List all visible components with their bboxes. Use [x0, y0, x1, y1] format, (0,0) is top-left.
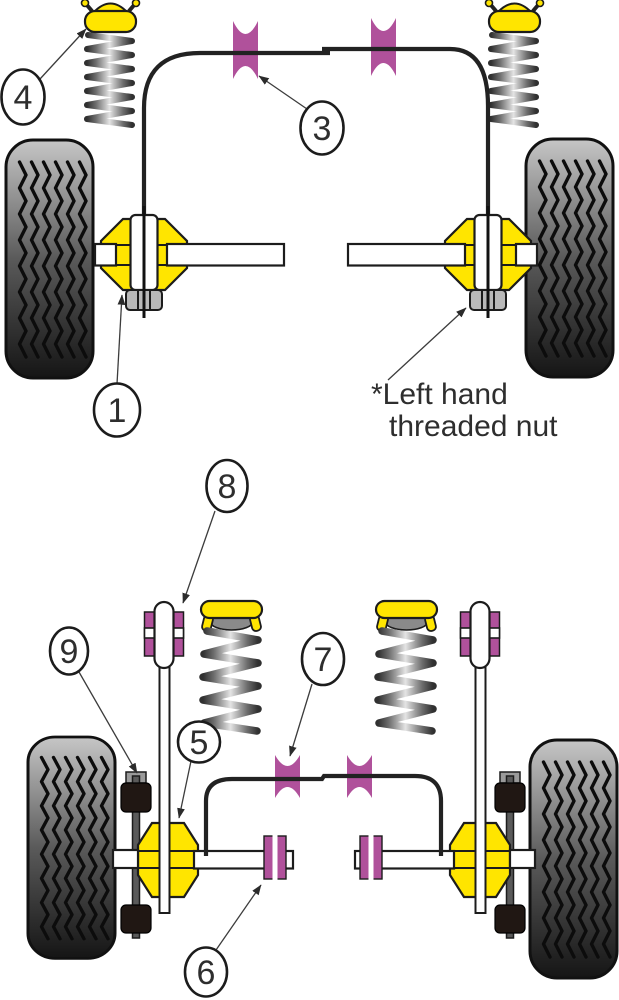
- rear-right-spring: [376, 601, 437, 731]
- callout-4-arrow: [39, 28, 87, 80]
- front-right-arm-bush: [346, 204, 539, 320]
- callout-4: 4: [0, 28, 87, 126]
- note-line1: *Left hand: [371, 378, 508, 411]
- callout-5-circle: [176, 720, 222, 764]
- front-left-arm-bush: [93, 204, 286, 320]
- callout-3-arrow: [258, 75, 308, 110]
- rear-left-tire: [26, 735, 117, 961]
- callout-8: 8: [182, 458, 249, 604]
- note-line2: threaded nut: [389, 410, 558, 443]
- callout-1: 1: [92, 294, 142, 438]
- rear-left-spring: [201, 601, 262, 731]
- rear-right-shock-top-mount: [459, 600, 501, 670]
- callout-9-arrow: [78, 671, 138, 774]
- callout-4-number: 4: [14, 79, 33, 117]
- rear-left-shock-rod: [158, 659, 171, 914]
- callout-3-circle: [299, 100, 345, 156]
- front-anti-roll-bar-right: [322, 46, 491, 222]
- front-left-tire: [4, 138, 95, 380]
- callout-1-arrow: [116, 294, 126, 385]
- rear-anti-roll-bar: [203, 773, 444, 856]
- front-axle-diagram: [4, 0, 615, 380]
- rear-arb-bush-left: [275, 755, 300, 798]
- callout-7-arrow: [289, 683, 313, 757]
- rear-right-arm-end-bush: [359, 833, 383, 882]
- front-anti-roll-bar-left: [141, 50, 330, 222]
- rear-left-shock-top-mount: [143, 600, 185, 670]
- callout-3-number: 3: [313, 110, 332, 148]
- callout-5-arrow: [177, 760, 192, 819]
- rear-axle-diagram: [26, 600, 619, 980]
- callout-5: 5: [176, 720, 222, 819]
- callout-4-circle: [0, 68, 46, 126]
- front-right-tire: [524, 137, 615, 379]
- front-left-spring-top-mount: [82, 0, 140, 125]
- front-arb-bush-left: [233, 21, 258, 79]
- callout-8-number: 8: [218, 468, 237, 506]
- left-hand-threaded-nut-note: *Left hand threaded nut: [371, 307, 558, 443]
- callout-5-number: 5: [190, 724, 209, 762]
- callout-9-number: 9: [60, 633, 79, 671]
- callout-7-number: 7: [314, 641, 333, 679]
- callout-3: 3: [258, 75, 345, 156]
- rear-right-shock-rod: [474, 659, 487, 914]
- rear-right-tire: [528, 738, 619, 980]
- callout-6-arrow: [215, 884, 262, 951]
- rear-left-arm-end-bush: [263, 833, 287, 882]
- callout-7: 7: [289, 631, 346, 757]
- callout-9-circle: [48, 626, 90, 676]
- callout-1-circle: [92, 382, 142, 438]
- callout-6-circle: [183, 946, 229, 998]
- callout-6: 6: [183, 884, 262, 998]
- callout-6-number: 6: [197, 954, 216, 992]
- callout-9: 9: [48, 626, 138, 774]
- note-arrow: [387, 307, 467, 381]
- front-right-spring-top-mount: [486, 0, 544, 125]
- callout-8-circle: [205, 458, 249, 514]
- callout-8-arrow: [182, 510, 216, 604]
- callout-1-number: 1: [108, 392, 127, 430]
- callout-7-circle: [300, 631, 346, 687]
